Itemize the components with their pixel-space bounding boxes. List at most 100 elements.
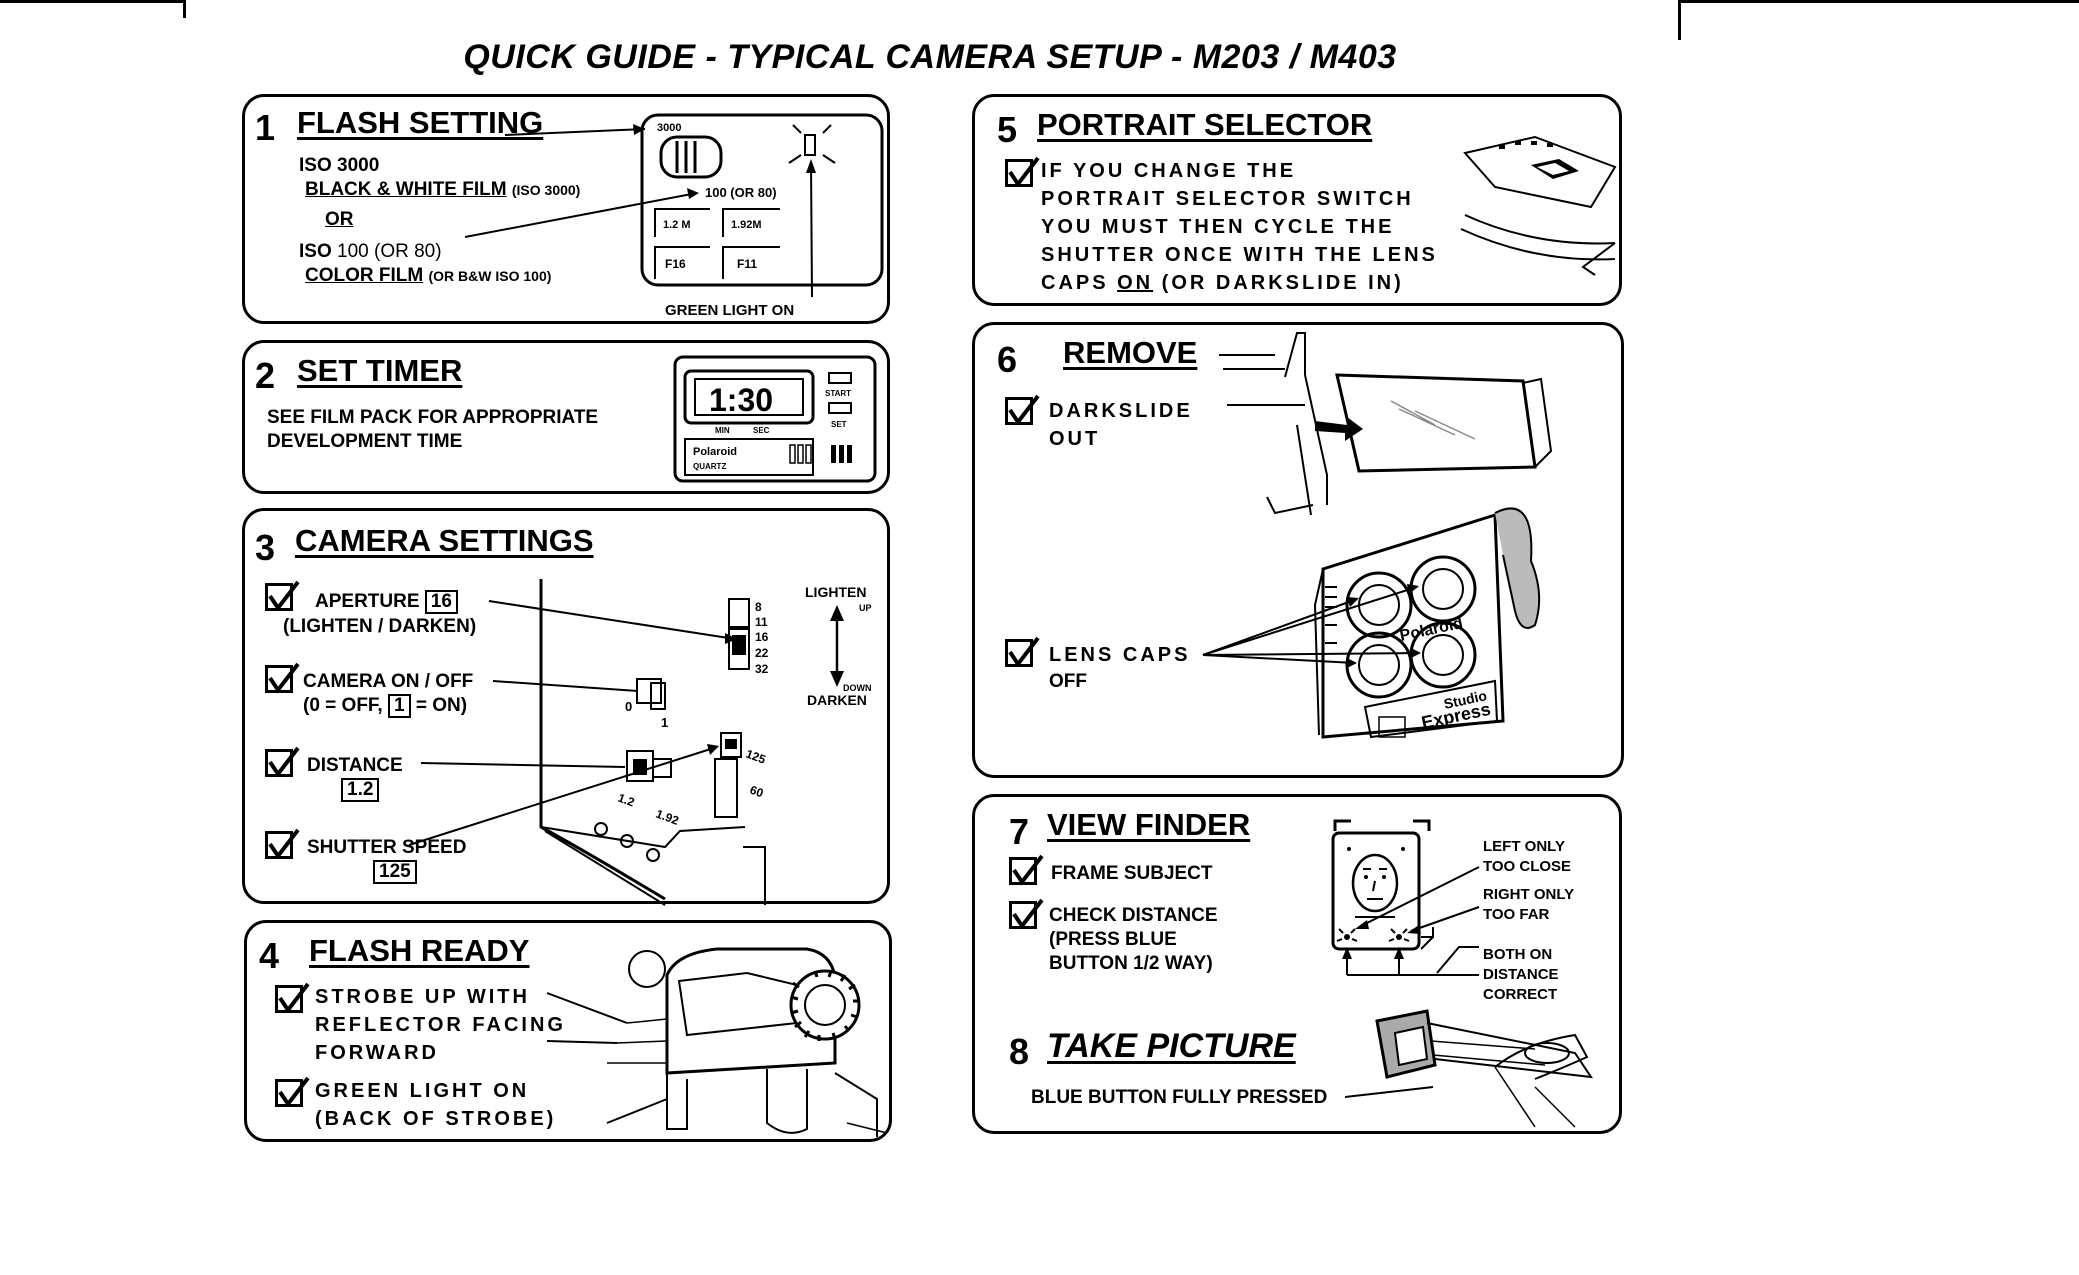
- camera-on-off-note: (0 = OFF, 1 = ON): [303, 693, 467, 718]
- portrait-line-5: CAPS ON (OR DARKSLIDE IN): [1041, 269, 1404, 297]
- timer-start-label: START: [825, 389, 851, 398]
- step-heading: FLASH READY: [309, 933, 530, 968]
- window-f11: F11: [737, 257, 757, 271]
- portrait-line-1: IF YOU CHANGE THE: [1041, 160, 1297, 182]
- panel-flash-setting: 1 FLASH SETTING ISO 3000 BLACK & WHITE F…: [242, 94, 890, 324]
- portrait-selector-illustration: [1460, 135, 1617, 276]
- timer-instruction-line-1: SEE FILM PACK FOR APPROPRIATE: [267, 407, 599, 428]
- distance-mark-1-92: 1.92: [654, 807, 681, 828]
- portrait-line-5-b: (OR DARKSLIDE IN): [1153, 272, 1404, 294]
- strobe-line-1: STROBE UP WITH: [315, 986, 530, 1008]
- camera-controls-illustration: 8 11 16 22 32 0 1 1.2 1.92 125 60 LIGHTE…: [408, 579, 872, 906]
- green-light-line-1: GREEN LIGHT ON: [315, 1080, 530, 1102]
- camera-on-off-note-b: = ON): [415, 695, 468, 716]
- view-finder-illustration: [1331, 819, 1480, 976]
- shutter-speed-label: SHUTTER SPEED: [307, 837, 467, 858]
- step-heading: VIEW FINDER: [1047, 807, 1251, 842]
- step-number-8: 8: [1009, 1031, 1030, 1072]
- left-only-line-2: TOO CLOSE: [1483, 858, 1572, 875]
- check-distance-line-2: (PRESS BLUE: [1049, 929, 1177, 950]
- both-on-line-1: BOTH ON: [1483, 946, 1553, 963]
- left-only-line-1: LEFT ONLY: [1483, 838, 1565, 855]
- shutter-speed-value: 125: [373, 860, 417, 884]
- aperture-mark-22: 22: [755, 646, 769, 660]
- both-on-line-3: CORRECT: [1483, 986, 1558, 1003]
- iso-3000-label: ISO 3000: [299, 155, 380, 176]
- step-heading-8: TAKE PICTURE: [1047, 1027, 1296, 1065]
- window-1-92m: 1.92M: [731, 219, 762, 231]
- check-distance-line-3: BUTTON 1/2 WAY): [1049, 953, 1213, 974]
- portrait-line-4: SHUTTER ONCE WITH THE LENS: [1041, 244, 1438, 266]
- dial-3000: 3000: [657, 122, 681, 134]
- timer-min-label: MIN: [715, 426, 730, 435]
- lighten-label: LIGHTEN: [805, 584, 866, 600]
- step-heading: CAMERA SETTINGS: [295, 523, 594, 558]
- timer-display: 1:30: [709, 382, 773, 418]
- distance-label: DISTANCE: [307, 755, 403, 776]
- checkbox-darkslide-out[interactable]: [1005, 394, 1040, 426]
- darkslide-line-1: DARKSLIDE: [1049, 400, 1193, 422]
- onoff-mark-0: 0: [625, 699, 632, 714]
- step-number: 1: [255, 107, 276, 148]
- checkbox-distance[interactable]: [265, 746, 300, 778]
- step-heading: SET TIMER: [297, 353, 463, 388]
- take-picture-illustration: [1344, 1009, 1594, 1128]
- bw-film-label: BLACK & WHITE FILM: [305, 179, 507, 200]
- bw-film-line: BLACK & WHITE FILM (ISO 3000): [305, 177, 580, 203]
- aperture-note: (LIGHTEN / DARKEN): [283, 616, 477, 637]
- right-only-line-1: RIGHT ONLY: [1483, 886, 1575, 903]
- portrait-line-2: PORTRAIT SELECTOR SWITCH: [1041, 188, 1414, 210]
- checkbox-portrait-selector[interactable]: [1005, 156, 1040, 188]
- blue-button-label: BLUE BUTTON FULLY PRESSED: [1031, 1087, 1328, 1108]
- iso-100-line: ISO 100 (OR 80): [299, 239, 442, 264]
- aperture-mark-32: 32: [755, 662, 769, 676]
- portrait-line-5-on: ON: [1117, 272, 1154, 294]
- shutter-mark-125: 125: [744, 747, 768, 767]
- darken-label: DARKEN: [807, 692, 867, 708]
- panel-camera-settings: 3 CAMERA SETTINGS APERTURE 16 (LIGHTEN /…: [242, 508, 890, 906]
- step-number: 3: [255, 527, 276, 568]
- checkbox-aperture[interactable]: [265, 580, 300, 612]
- distance-mark-1-2: 1.2: [616, 791, 637, 810]
- strobe-line-2: REFLECTOR FACING: [315, 1014, 566, 1036]
- checkbox-frame-subject[interactable]: [1009, 854, 1044, 886]
- bw-film-note: (ISO 3000): [511, 182, 581, 198]
- panel-flash-ready: 4 FLASH READY STROBE UP WITH REFLECTOR F…: [244, 920, 892, 1142]
- page-title: QUICK GUIDE - TYPICAL CAMERA SETUP - M20…: [463, 38, 1397, 76]
- panel-set-timer: 2 SET TIMER SEE FILM PACK FOR APPROPRIAT…: [242, 340, 890, 494]
- lens-caps-line-1: LENS CAPS: [1049, 644, 1191, 666]
- checkbox-green-light[interactable]: [275, 1076, 310, 1108]
- lighten-up-label: UP: [859, 603, 872, 613]
- step-number: 6: [997, 339, 1018, 380]
- timer-sec-label: SEC: [753, 426, 770, 435]
- right-edge-mark: [1680, 0, 2079, 3]
- checkbox-lens-caps-off[interactable]: [1005, 636, 1040, 668]
- green-light-line-2: (BACK OF STROBE): [315, 1108, 557, 1130]
- aperture-mark-16: 16: [755, 630, 769, 644]
- strobe-line-3: FORWARD: [315, 1042, 439, 1064]
- distance-value-wrap: 1.2: [341, 777, 380, 802]
- both-on-line-2: DISTANCE: [1483, 966, 1559, 983]
- timer-quartz: QUARTZ: [693, 462, 726, 471]
- dial-100: 100 (OR 80): [705, 185, 777, 200]
- aperture-line: APERTURE 16: [315, 589, 458, 614]
- left-edge-mark: [0, 0, 185, 3]
- checkbox-strobe-up[interactable]: [275, 982, 310, 1014]
- iso-100-value: 100 (OR 80): [337, 241, 442, 262]
- distance-value: 1.2: [341, 778, 380, 802]
- aperture-label: APERTURE: [315, 591, 420, 612]
- remove-illustration: Polaroid Studio Express: [1202, 332, 1553, 739]
- timer-illustration: 1:30 START SET MIN SEC Polaroid QUARTZ: [673, 355, 877, 483]
- color-film-line: COLOR FILM (OR B&W ISO 100): [305, 263, 551, 289]
- window-1-2m: 1.2 M: [663, 219, 691, 231]
- checkbox-shutter-speed[interactable]: [265, 828, 300, 860]
- timer-set-label: SET: [831, 420, 847, 429]
- darkslide-line-2: OUT: [1049, 428, 1101, 450]
- shutter-value-wrap: 125: [373, 859, 417, 884]
- checkbox-camera-on-off[interactable]: [265, 662, 300, 694]
- aperture-value: 16: [424, 590, 458, 614]
- checkbox-check-distance[interactable]: [1009, 898, 1044, 930]
- step-heading: REMOVE: [1063, 335, 1198, 370]
- left-edge-mark-vertical: [183, 0, 186, 18]
- panel-remove: 6 REMOVE DARKSLIDE OUT LENS CAPS OFF Pol…: [972, 322, 1624, 778]
